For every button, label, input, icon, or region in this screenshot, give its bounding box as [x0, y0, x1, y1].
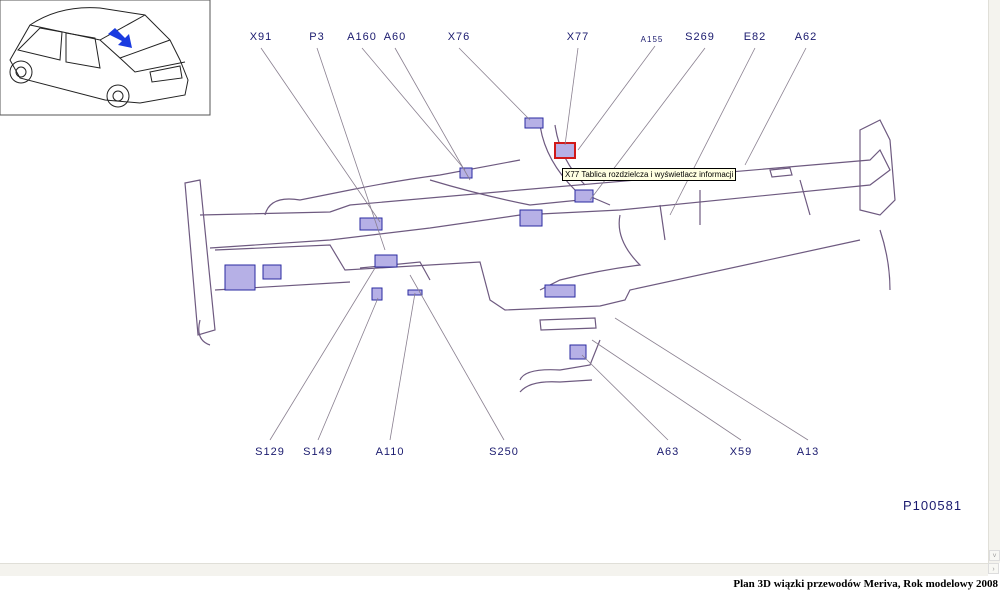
label-a13[interactable]: A13	[796, 446, 820, 458]
connectors	[224, 117, 594, 360]
drawing-number: P100581	[903, 498, 963, 513]
vehicle-locator-inset	[0, 0, 211, 116]
scroll-down-arrow-icon[interactable]: ˅	[989, 550, 1000, 561]
tooltip: X77 Tablica rozdzielcza i wyświetlacz in…	[562, 168, 737, 181]
vertical-scrollbar[interactable]: ˅	[988, 0, 1000, 563]
label-s250[interactable]: S250	[489, 446, 519, 458]
label-a62[interactable]: A62	[794, 31, 818, 43]
label-x91[interactable]: X91	[249, 31, 273, 43]
scroll-right-arrow-icon[interactable]: ›	[988, 563, 999, 574]
page-caption: Plan 3D wiązki przewodów Meriva, Rok mod…	[733, 578, 998, 590]
label-s129[interactable]: S129	[255, 446, 285, 458]
locator-arrow-icon	[108, 28, 132, 48]
label-x59[interactable]: X59	[729, 446, 753, 458]
label-a63[interactable]: A63	[656, 446, 680, 458]
label-e82[interactable]: E82	[743, 31, 767, 43]
label-a60[interactable]: A60	[383, 31, 407, 43]
harness-drawing	[184, 119, 896, 393]
label-s269[interactable]: S269	[685, 31, 715, 43]
label-s149[interactable]: S149	[303, 446, 333, 458]
leader-lines	[260, 45, 809, 441]
wiring-harness-diagram	[0, 0, 896, 441]
horizontal-scrollbar[interactable]	[0, 563, 988, 576]
label-x76[interactable]: X76	[447, 31, 471, 43]
diagram-viewport: X91 P3 A160 A60 X76 X77 A155 S269 E82 A6…	[0, 0, 963, 513]
label-a155[interactable]: A155	[640, 35, 664, 44]
label-a110[interactable]: A110	[375, 446, 405, 458]
label-x77[interactable]: X77	[566, 31, 590, 43]
label-a160[interactable]: A160	[347, 31, 377, 43]
label-p3[interactable]: P3	[309, 31, 325, 43]
